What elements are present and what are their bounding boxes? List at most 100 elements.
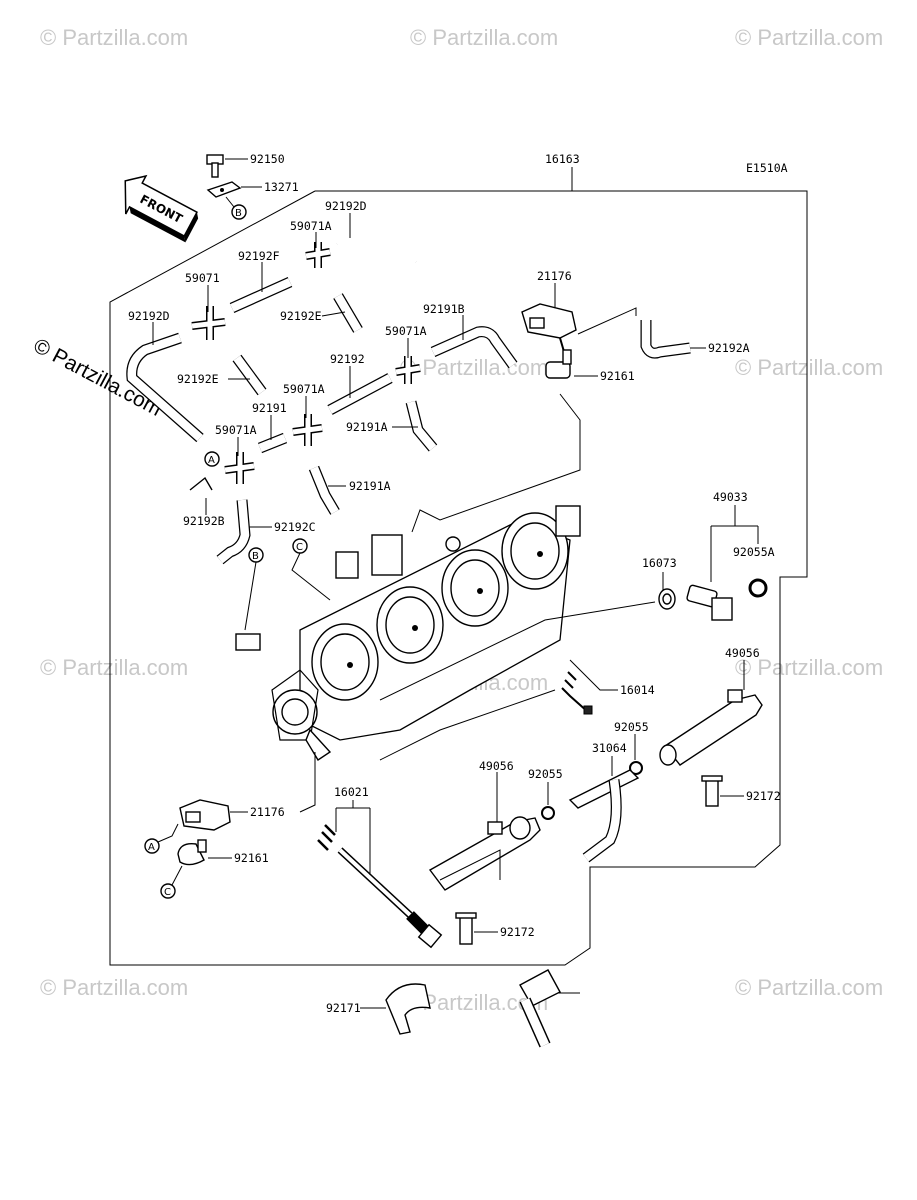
label-49056-mid: 49056 bbox=[479, 759, 514, 773]
label-59071A-b: 59071A bbox=[283, 382, 325, 396]
label-21176-bottom: 21176 bbox=[250, 805, 285, 819]
front-arrow-icon: FRONT bbox=[124, 174, 199, 243]
callout-a-mid bbox=[204, 451, 220, 467]
fuel-rail-49056-right bbox=[659, 689, 763, 766]
screw-set-16014 bbox=[561, 671, 593, 715]
fitting-92161-top bbox=[545, 349, 572, 379]
label-92191A-b: 92191A bbox=[349, 479, 391, 493]
hose-92192E-mid bbox=[333, 293, 363, 333]
throttle-body-assembly bbox=[235, 505, 581, 761]
label-49033: 49033 bbox=[713, 490, 748, 504]
label-16073: 16073 bbox=[642, 556, 677, 570]
watermark: © Partzilla.com bbox=[40, 975, 188, 1000]
oring-92055-right bbox=[629, 761, 643, 775]
label-92192D-left: 92192D bbox=[128, 309, 170, 323]
label-92172-mid: 92172 bbox=[500, 925, 535, 939]
label-13271: 13271 bbox=[264, 180, 299, 194]
tee-59071A-b bbox=[292, 414, 323, 446]
bolt-92172-right bbox=[701, 775, 723, 807]
label-16163: 16163 bbox=[545, 152, 580, 166]
sensor-21176-bottom bbox=[179, 799, 231, 831]
label-49056-right: 49056 bbox=[725, 646, 760, 660]
label-92192B: 92192B bbox=[183, 514, 225, 528]
svg-text:C: C bbox=[296, 542, 303, 553]
label-92055A: 92055A bbox=[733, 545, 775, 559]
oring-92055-mid bbox=[541, 806, 555, 820]
hose-92192D-left bbox=[126, 332, 204, 443]
callout-a-bottom bbox=[144, 838, 160, 854]
hose-92192 bbox=[327, 373, 393, 415]
hose-92191B bbox=[430, 326, 518, 369]
watermark: © Partzilla.com bbox=[40, 25, 188, 50]
callout-b-top bbox=[231, 204, 247, 220]
svg-text:B: B bbox=[235, 208, 242, 219]
label-92192A: 92192A bbox=[708, 341, 750, 355]
hose-92192C bbox=[216, 499, 251, 565]
watermark: © Partzilla.com bbox=[410, 25, 558, 50]
hose-92192B bbox=[189, 476, 213, 491]
bolt-92172-mid bbox=[455, 912, 477, 945]
svg-text:B: B bbox=[252, 551, 259, 562]
watermark: © Partzilla.com bbox=[735, 25, 883, 50]
watermark: © Partzilla.com bbox=[735, 355, 883, 380]
watermark: © Partzilla.com bbox=[735, 655, 883, 680]
label-59071A-top: 59071A bbox=[290, 219, 332, 233]
label-31064: 31064 bbox=[592, 741, 627, 755]
tee-59071A-c bbox=[224, 452, 255, 484]
sensor-21176-top bbox=[521, 303, 577, 356]
label-92171: 92171 bbox=[326, 1001, 361, 1015]
bolt-92150 bbox=[206, 154, 224, 178]
tee-59071 bbox=[191, 306, 226, 340]
watermark: © Partzilla.com bbox=[735, 975, 883, 1000]
hose-92191 bbox=[257, 432, 288, 454]
label-92172-right: 92172 bbox=[746, 789, 781, 803]
svg-text:A: A bbox=[148, 842, 155, 853]
label-92192E-left: 92192E bbox=[177, 372, 219, 386]
bracket-13271 bbox=[206, 181, 242, 198]
joint-31064 bbox=[568, 769, 640, 863]
label-92192: 92192 bbox=[330, 352, 365, 366]
tee-59071A-mid bbox=[395, 356, 421, 384]
label-92055-mid: 92055 bbox=[528, 767, 563, 781]
hose-92191A-a bbox=[405, 400, 438, 452]
clamp-92171 bbox=[385, 983, 431, 1035]
hose-92191A-b bbox=[308, 465, 340, 515]
hose-92192A bbox=[640, 320, 691, 359]
sensor-49033 bbox=[686, 584, 733, 621]
diagram-code: E1510A bbox=[746, 161, 788, 175]
tee-59071A-top bbox=[305, 242, 331, 268]
hose-92192F bbox=[229, 276, 293, 314]
label-92161-bottom: 92161 bbox=[234, 851, 269, 865]
assembly-frame bbox=[109, 190, 808, 966]
label-92192E-mid: 92192E bbox=[280, 309, 322, 323]
hose-92192E-left bbox=[232, 354, 267, 396]
seal-16073 bbox=[658, 588, 676, 610]
label-21176-top: 21176 bbox=[537, 269, 572, 283]
label-59071A-mid: 59071A bbox=[385, 324, 427, 338]
fuel-pump-connector bbox=[519, 969, 561, 1048]
label-92055-right: 92055 bbox=[614, 720, 649, 734]
svg-text:C: C bbox=[164, 887, 171, 898]
label-92192D-top: 92192D bbox=[325, 199, 367, 213]
label-92191: 92191 bbox=[252, 401, 287, 415]
svg-text:A: A bbox=[208, 455, 215, 466]
fuel-rail-49056-mid bbox=[428, 816, 541, 891]
label-16021: 16021 bbox=[334, 785, 369, 799]
label-92192F: 92192F bbox=[238, 249, 280, 263]
screw-16021 bbox=[317, 824, 443, 949]
callout-c-bottom bbox=[160, 883, 176, 899]
watermark: © Partzilla.com bbox=[400, 355, 548, 380]
label-92150: 92150 bbox=[250, 152, 285, 166]
label-59071: 59071 bbox=[185, 271, 220, 285]
label-59071A-c: 59071A bbox=[215, 423, 257, 437]
label-92161-top: 92161 bbox=[600, 369, 635, 383]
label-16014: 16014 bbox=[620, 683, 655, 697]
label-92191A-a: 92191A bbox=[346, 420, 388, 434]
label-92192C: 92192C bbox=[274, 520, 316, 534]
label-92191B: 92191B bbox=[423, 302, 465, 316]
watermark: © Partzilla.com bbox=[40, 655, 188, 680]
hose-92192D-top bbox=[336, 226, 419, 264]
fitting-92161-bottom bbox=[177, 839, 207, 866]
oring-92055A bbox=[748, 578, 768, 598]
